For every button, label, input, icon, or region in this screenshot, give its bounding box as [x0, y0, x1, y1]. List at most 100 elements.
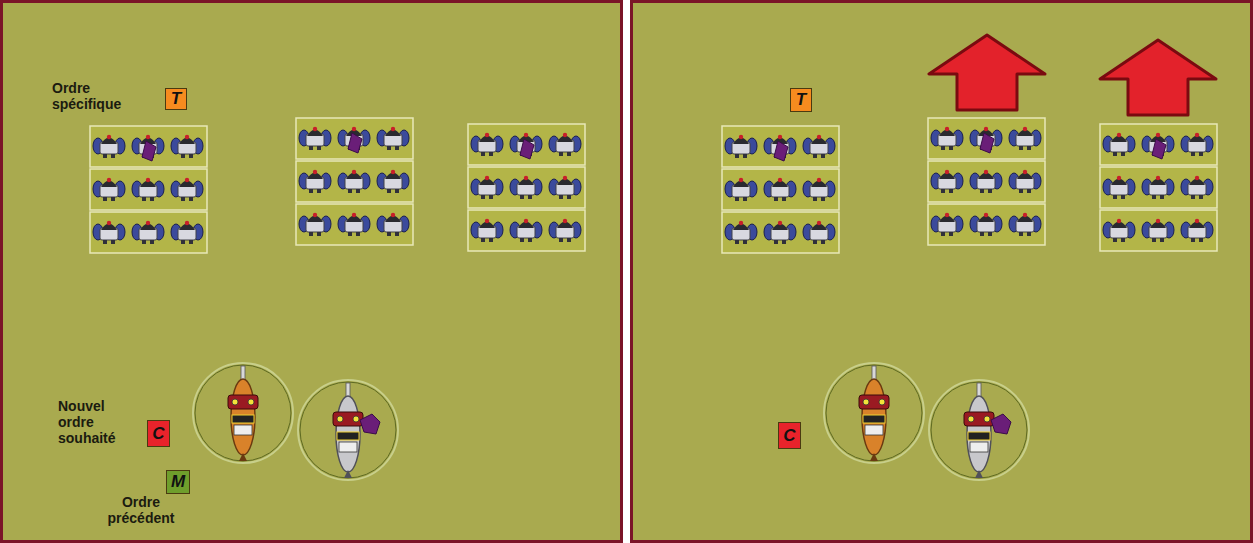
- soldier-leg: [988, 232, 992, 236]
- soldier-plume: [778, 135, 782, 139]
- soldier-icon: [1009, 213, 1041, 236]
- advance-arrow: [1100, 40, 1216, 115]
- soldier-leg: [309, 146, 313, 150]
- soldier-plume: [984, 170, 988, 174]
- order-token: C: [147, 420, 170, 447]
- soldier-leg: [941, 146, 945, 150]
- soldier-icon: [549, 176, 581, 199]
- soldier-leg: [1121, 238, 1125, 242]
- soldier-leg: [189, 197, 193, 201]
- soldier-leg: [821, 197, 825, 201]
- soldier-leg: [1199, 238, 1203, 242]
- soldier-icon: [1142, 176, 1174, 199]
- general-body: [336, 396, 360, 472]
- soldier-icon: [171, 221, 203, 244]
- soldier-leg: [1160, 195, 1164, 199]
- soldier-leg: [988, 189, 992, 193]
- soldier-icon: [725, 221, 757, 244]
- soldier-leg: [980, 232, 984, 236]
- soldier-leg: [150, 240, 154, 244]
- soldier-leg: [949, 232, 953, 236]
- soldier-plume: [817, 135, 821, 139]
- general-flag: [991, 414, 1011, 434]
- soldier-leg: [821, 240, 825, 244]
- soldier-leg: [567, 238, 571, 242]
- soldier-leg: [103, 154, 107, 158]
- regiment-flag: [774, 141, 788, 161]
- soldier-leg: [782, 240, 786, 244]
- soldier-leg: [520, 238, 524, 242]
- general-eye: [984, 416, 990, 422]
- soldier-leg: [395, 146, 399, 150]
- soldier-leg: [949, 146, 953, 150]
- soldier-plume: [185, 178, 189, 182]
- unit-row: [90, 212, 207, 253]
- unit-row: [722, 169, 839, 210]
- soldier-icon: [725, 178, 757, 201]
- general-eye: [248, 399, 254, 405]
- soldier-icon: [471, 219, 503, 242]
- soldier-icon: [377, 127, 409, 150]
- soldier-leg: [489, 152, 493, 156]
- soldier-plume: [107, 221, 111, 225]
- soldier-leg: [528, 238, 532, 242]
- soldier-plume: [984, 213, 988, 217]
- soldier-plume: [1156, 133, 1160, 137]
- soldier-leg: [743, 154, 747, 158]
- soldier-leg: [111, 154, 115, 158]
- order-node: MOrdre précédent: [106, 468, 196, 530]
- order-label: Nouvel ordre souhaité: [58, 398, 144, 446]
- soldier-icon: [377, 213, 409, 236]
- general-foot: [344, 470, 352, 478]
- soldier-icon: [931, 213, 963, 236]
- soldier-icon: [171, 178, 203, 201]
- soldier-leg: [481, 238, 485, 242]
- soldier-leg: [111, 197, 115, 201]
- soldier-plume: [984, 127, 988, 131]
- general-sash: [970, 442, 988, 452]
- soldier-plume: [563, 176, 567, 180]
- soldier-leg: [567, 152, 571, 156]
- soldier-icon: [549, 219, 581, 242]
- soldier-leg: [387, 146, 391, 150]
- soldier-plume: [1117, 176, 1121, 180]
- soldier-icon: [132, 221, 164, 244]
- general-foot: [870, 453, 878, 461]
- soldier-leg: [142, 197, 146, 201]
- soldier-leg: [782, 197, 786, 201]
- soldier-leg: [821, 154, 825, 158]
- soldier-icon: [764, 178, 796, 201]
- soldier-plume: [146, 221, 150, 225]
- soldier-leg: [559, 152, 563, 156]
- soldier-plume: [485, 219, 489, 223]
- soldier-icon: [510, 176, 542, 199]
- soldier-leg: [111, 240, 115, 244]
- soldier-leg: [317, 232, 321, 236]
- soldier-leg: [489, 195, 493, 199]
- soldier-leg: [181, 197, 185, 201]
- soldier-leg: [387, 189, 391, 193]
- soldier-leg: [735, 240, 739, 244]
- soldier-plume: [945, 170, 949, 174]
- unit-row: [928, 161, 1045, 202]
- unit-row: [1100, 210, 1217, 251]
- general-body: [862, 379, 886, 455]
- general-head: [333, 412, 363, 426]
- soldier-leg: [1152, 195, 1156, 199]
- soldier-icon: [764, 135, 796, 161]
- soldier-leg: [309, 232, 313, 236]
- soldier-icon: [510, 219, 542, 242]
- order-token: M: [166, 470, 190, 494]
- general-foot: [239, 453, 247, 461]
- unit-row: [468, 167, 585, 208]
- order-node: C: [778, 422, 803, 451]
- soldier-plume: [563, 133, 567, 137]
- soldier-icon: [1181, 219, 1213, 242]
- soldier-plume: [313, 213, 317, 217]
- soldier-plume: [313, 127, 317, 131]
- regiment-flag: [980, 133, 994, 153]
- unit-row: [296, 204, 413, 245]
- order-token: T: [165, 88, 187, 110]
- soldier-leg: [481, 152, 485, 156]
- general-belt: [968, 432, 990, 440]
